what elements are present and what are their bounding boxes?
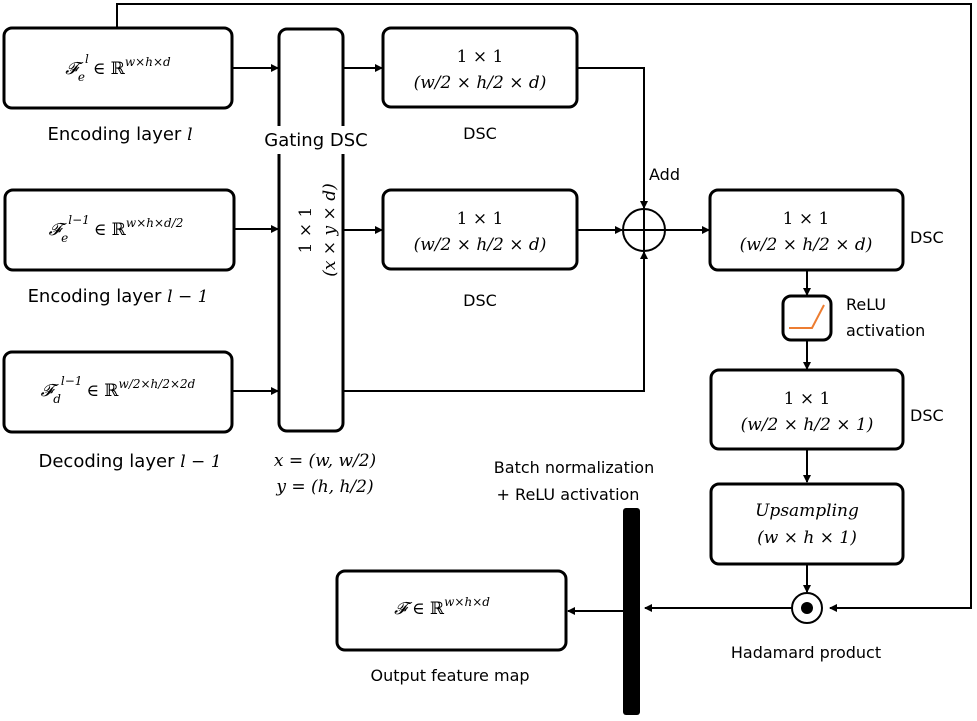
input-encoding-l: 𝓕el∈ ℝw×h×d Encoding layer l	[2, 26, 234, 145]
svg-text:1 × 1: 1 × 1	[457, 47, 504, 67]
caption-decoding-l-1: Decoding layer l − 1	[38, 451, 221, 472]
svg-text:(w/2 × h/2 × d): (w/2 × h/2 × d)	[414, 73, 547, 93]
relu-label-2: activation	[846, 321, 925, 340]
batchnorm-label-2: + ReLU activation	[497, 485, 640, 504]
relu-label-1: ReLU	[846, 295, 886, 314]
upsampling-block: Upsampling (w × h × 1)	[709, 482, 905, 566]
dsc-block-3: 1 × 1 (w/2 × h/2 × d) DSC	[708, 188, 944, 272]
relu-block: ReLU activation	[781, 294, 925, 342]
caption-encoding-l-1: Encoding layer l − 1	[28, 286, 209, 307]
gating-shape: (x × y × d)	[320, 183, 340, 276]
batchnorm-bar: Batch normalization + ReLU activation	[494, 458, 654, 715]
caption-encoding-l: Encoding layer l	[48, 124, 193, 145]
hadamard-node: Hadamard product	[731, 592, 881, 662]
input-decoding-l-1: 𝓕dl−1∈ ℝw/2×h/2×2d Decoding layer l − 1	[2, 350, 234, 472]
input-encoding-l-1: 𝓕el−1∈ ℝw×h×d/2 Encoding layer l − 1	[3, 188, 236, 307]
upsampling-shape: (w × h × 1)	[757, 528, 857, 548]
add-label: Add	[649, 165, 680, 184]
batchnorm-label-1: Batch normalization	[494, 458, 654, 477]
gating-note-y: y = (h, h/2)	[275, 477, 373, 497]
upsampling-title: Upsampling	[755, 501, 859, 521]
dsc-block-1: 1 × 1 (w/2 × h/2 × d) DSC	[381, 26, 579, 143]
dsc-block-4: 1 × 1 (w/2 × h/2 × 1) DSC	[709, 368, 944, 451]
relu-curve-icon	[789, 304, 825, 329]
svg-text:(w/2 × h/2 × d): (w/2 × h/2 × d)	[414, 235, 547, 255]
hadamard-label: Hadamard product	[731, 643, 881, 662]
add-node: Add	[622, 165, 680, 252]
svg-text:(w/2 × h/2 × d): (w/2 × h/2 × d)	[740, 235, 873, 255]
svg-text:𝓕dl−1∈ ℝw/2×h/2×2d: 𝓕dl−1∈ ℝw/2×h/2×2d	[41, 374, 196, 406]
svg-text:(w/2 × h/2 × 1): (w/2 × h/2 × 1)	[741, 415, 874, 435]
svg-text:1 × 1: 1 × 1	[783, 209, 830, 229]
gating-dsc-block: Gating DSC 1 × 1 (x × y × d) x = (w, w/2…	[262, 27, 376, 497]
gating-note-x: x = (w, w/2)	[274, 451, 376, 471]
arrow-gating-to-add	[343, 251, 648, 392]
dsc-label-4: DSC	[910, 406, 944, 425]
skip-connection-line	[116, 3, 972, 612]
output-feature-map: 𝓕 ∈ ℝw×h×d Output feature map	[335, 569, 568, 685]
svg-text:1 × 1: 1 × 1	[784, 389, 831, 409]
svg-text:𝓕 ∈ ℝw×h×d: 𝓕 ∈ ℝw×h×d	[394, 595, 490, 619]
gating-kernel: 1 × 1	[296, 207, 316, 254]
arrow-dsc1-to-add	[577, 67, 648, 209]
dsc-label-3: DSC	[910, 228, 944, 247]
output-caption: Output feature map	[370, 666, 529, 685]
svg-text:𝓕el∈ ℝw×h×d: 𝓕el∈ ℝw×h×d	[65, 52, 171, 84]
gating-dsc-title: Gating DSC	[264, 130, 367, 151]
dsc-block-2: 1 × 1 (w/2 × h/2 × d) DSC	[381, 188, 579, 310]
dsc-label-2: DSC	[463, 291, 497, 310]
svg-text:1 × 1: 1 × 1	[457, 209, 504, 229]
dsc-label-1: DSC	[463, 124, 497, 143]
